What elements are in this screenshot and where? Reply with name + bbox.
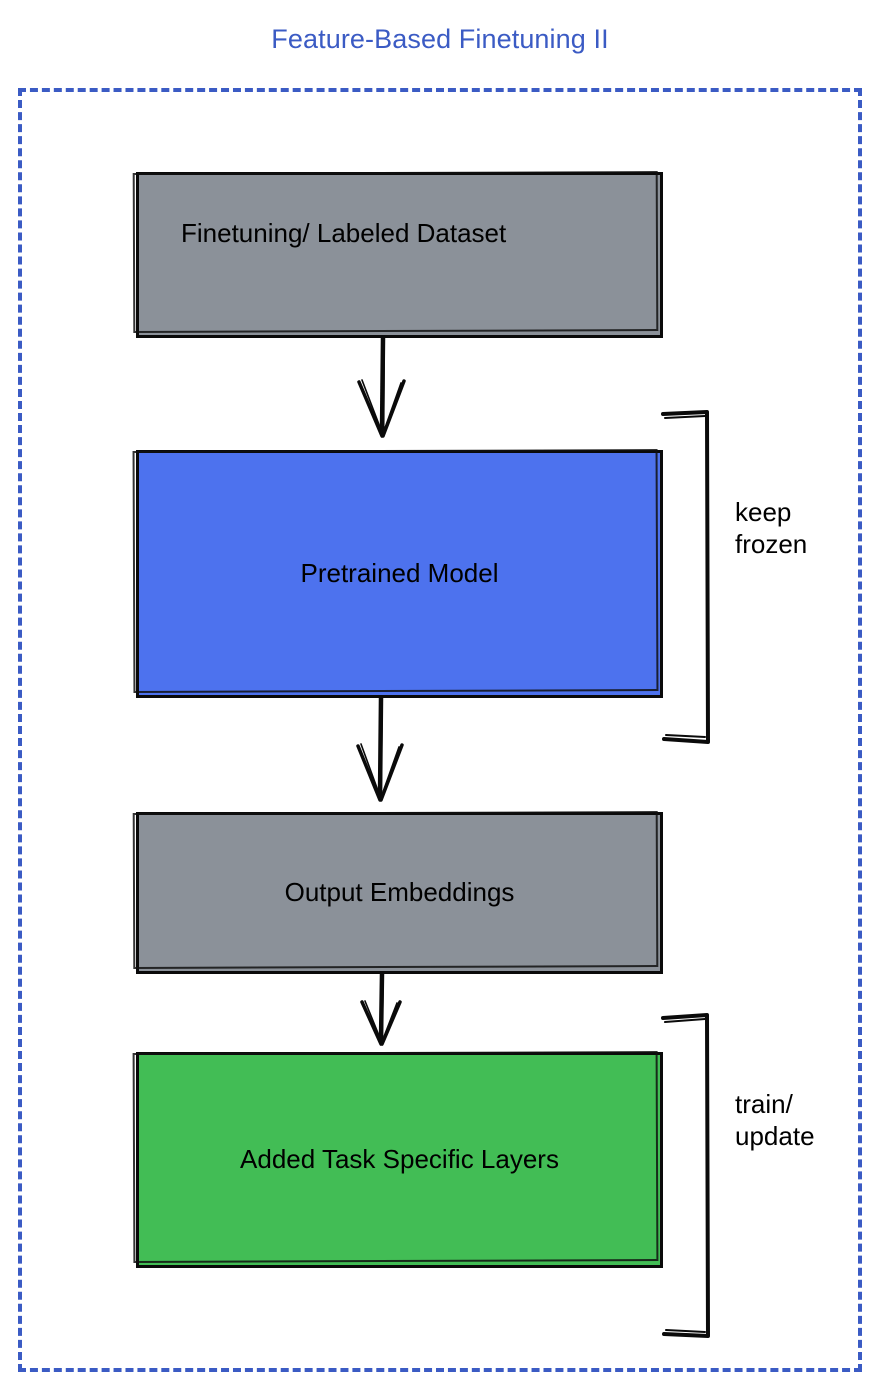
page-title: Feature-Based Finetuning II (271, 24, 609, 54)
node-output-embeddings[interactable]: Output Embeddings (136, 812, 663, 974)
arrow-dataset-to-pretrained (357, 335, 406, 438)
node-added-task-specific-layers[interactable]: Added Task Specific Layers (136, 1052, 663, 1268)
annotation-keep-frozen: keep frozen (735, 497, 808, 559)
arrow-embeddings-to-tasklayers (360, 971, 402, 1046)
node-label: Finetuning/ Labeled Dataset (181, 218, 507, 248)
node-pretrained-model[interactable]: Pretrained Model (136, 450, 663, 698)
bracket-keep-frozen (661, 410, 710, 744)
node-label: Output Embeddings (284, 877, 515, 908)
annotation-train-update: train/ update (735, 1089, 815, 1151)
node-finetuning-labeled-dataset[interactable]: Finetuning/ Labeled Dataset (136, 172, 663, 338)
node-label: Added Task Specific Layers (240, 1144, 559, 1175)
arrow-pretrained-to-embeddings (356, 695, 404, 802)
bracket-train-update (661, 1013, 710, 1338)
node-label: Pretrained Model (300, 558, 499, 589)
